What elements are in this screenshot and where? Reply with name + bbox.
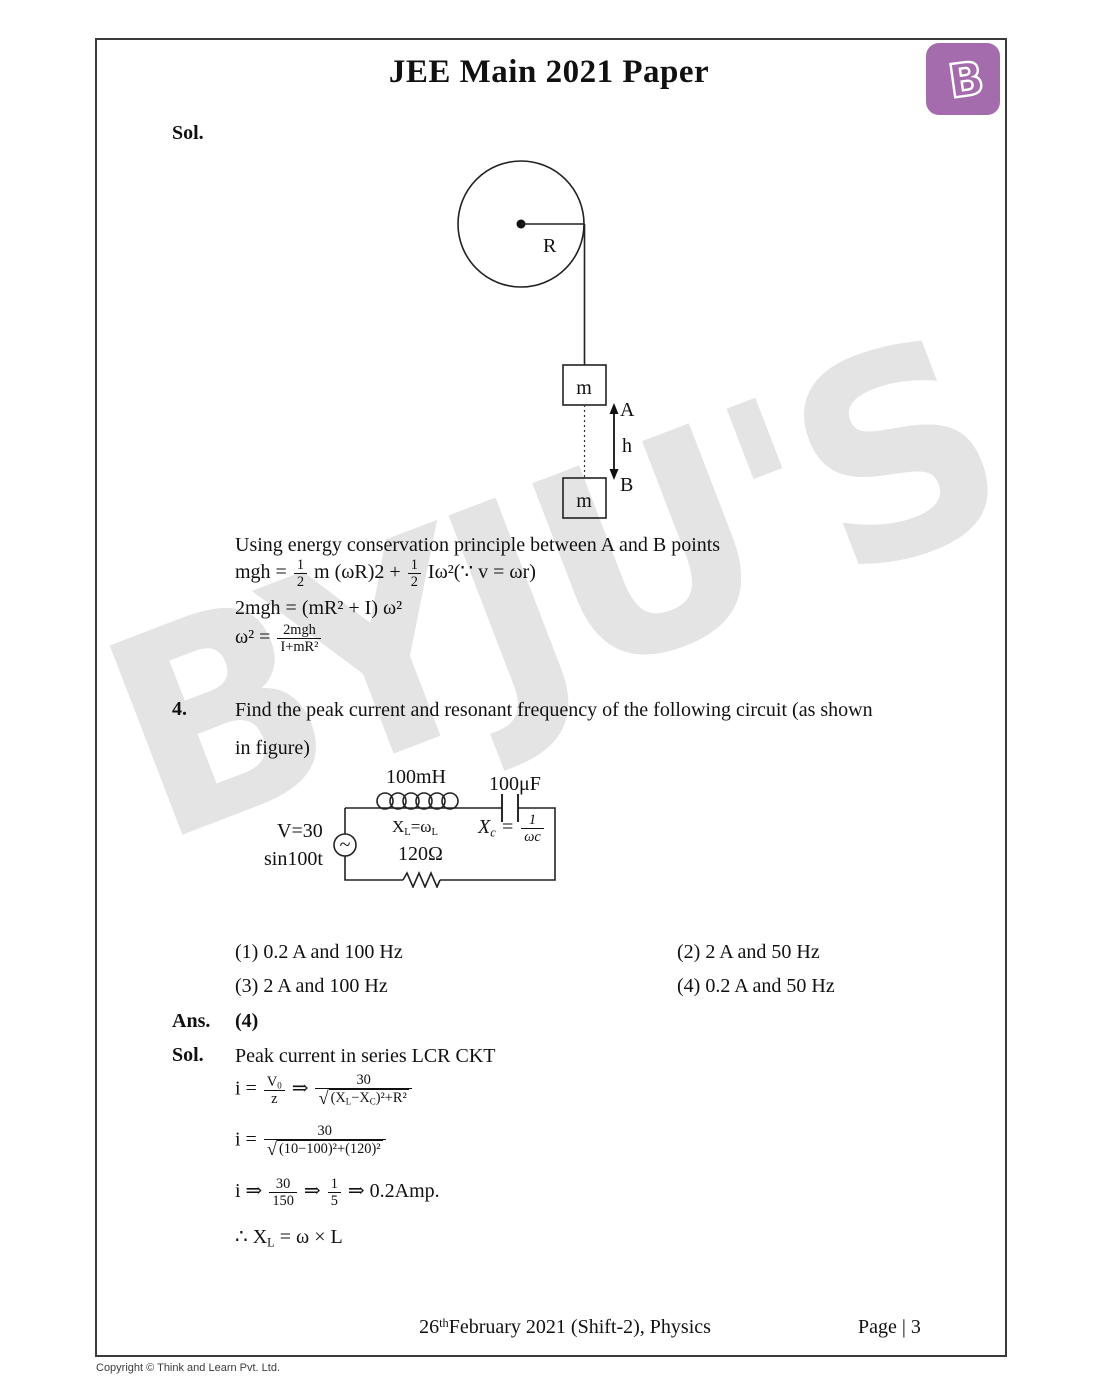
pulley-figure: R m m A h B <box>457 160 635 519</box>
mass-block-bottom <box>562 477 607 519</box>
option-1: (1) 0.2 A and 100 Hz <box>235 941 403 963</box>
inductor-coil <box>402 792 420 810</box>
equation-step-2: i = 30√(10−100)²+(120)² <box>235 1123 388 1159</box>
answer-label: Ans. <box>172 1010 211 1032</box>
inductor-coil <box>441 792 459 810</box>
byjus-logo: B <box>926 43 1000 115</box>
resistor-zigzag <box>402 870 441 888</box>
inductor-coil <box>376 792 394 810</box>
mass-bottom-label: m <box>576 490 592 512</box>
footer-page-number: Page | 3 <box>858 1316 921 1338</box>
footer-date: 26thFebruary 2021 (Shift-2), Physics <box>300 1316 830 1339</box>
ac-source <box>333 833 357 857</box>
circuit-wires <box>344 807 556 881</box>
inductor-value-label: 100mH <box>386 766 446 788</box>
point-b-label: B <box>620 474 633 496</box>
copyright-notice: Copyright © Think and Learn Pvt. Ltd. <box>96 1362 281 1374</box>
page-title: JEE Main 2021 Paper <box>388 54 710 90</box>
capacitor-value-label: 100μF <box>489 773 541 795</box>
solution-label-top: Sol. <box>172 122 204 144</box>
arrow-up-icon <box>609 403 619 414</box>
ac-symbol: ~ <box>340 834 351 856</box>
equation-energy-2: 2mgh = (mR² + I) ω² <box>235 597 403 619</box>
inductor-coil <box>428 792 446 810</box>
radius-label: R <box>543 235 557 257</box>
solution-label-q4: Sol. <box>172 1044 204 1066</box>
answer-value: (4) <box>235 1010 259 1032</box>
footer-date-day: 26 <box>419 1316 440 1338</box>
lcr-circuit-figure: ~ <box>333 792 556 888</box>
height-label: h <box>622 435 632 457</box>
option-3: (3) 2 A and 100 Hz <box>235 975 388 997</box>
equation-step-4: ∴ XL = ω × L <box>235 1226 343 1250</box>
option-2: (2) 2 A and 50 Hz <box>677 941 820 963</box>
footer-date-rest: February 2021 (Shift-2), Physics <box>448 1316 711 1338</box>
solution-intro-text: Peak current in series LCR CKT <box>235 1045 496 1067</box>
question-number: 4. <box>172 698 187 720</box>
option-4: (4) 0.2 A and 50 Hz <box>677 975 835 997</box>
inductor-reactance-label: XL=ωL <box>392 817 438 838</box>
inductor-coil <box>415 792 433 810</box>
question-text-line1: Find the peak current and resonant frequ… <box>235 699 873 721</box>
energy-conservation-text: Using energy conservation principle betw… <box>235 534 721 556</box>
mass-top-label: m <box>576 377 592 399</box>
source-voltage-label-line1: V=30 <box>277 820 323 842</box>
logo-letter-b: B <box>945 50 987 108</box>
source-voltage-label-line2: sin100t <box>264 848 323 870</box>
logo-background <box>926 43 1000 115</box>
arrow-down-icon <box>609 469 619 480</box>
inductor-coil <box>389 792 407 810</box>
resistor-value-label: 120Ω <box>398 843 443 865</box>
footer-date-ordinal: th <box>439 1315 449 1330</box>
question-text-line2: in figure) <box>235 737 310 759</box>
page-border-box: BYJU'S <box>95 38 1007 1357</box>
point-a-label: A <box>620 399 635 421</box>
